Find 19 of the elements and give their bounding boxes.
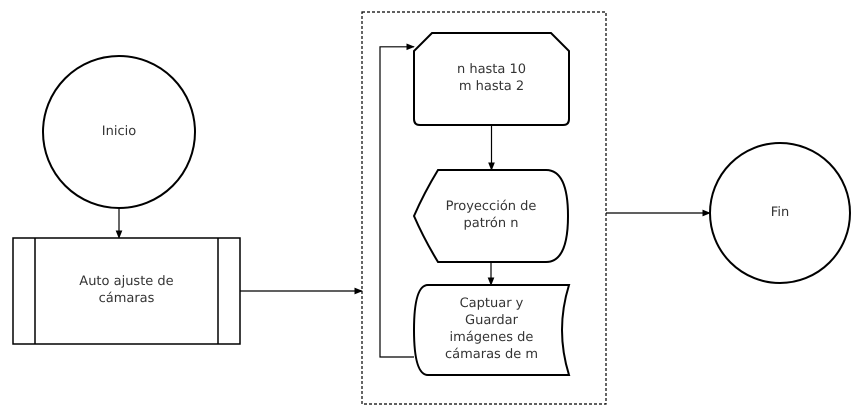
node-label: Proyección de patrón n: [444, 199, 538, 233]
terminal-circle: [710, 143, 850, 283]
arrow: [488, 262, 494, 286]
arrow: [606, 210, 711, 216]
predefined-process-box: [13, 238, 240, 344]
arrow: [488, 125, 495, 171]
dashed-group-frame: [362, 12, 606, 404]
terminal-circle: [43, 56, 195, 208]
stored-data-shape: [414, 285, 569, 375]
arrow: [116, 208, 122, 239]
arrow: [240, 288, 363, 294]
node-label: Captuar y Guardar imágenes de cámaras de m: [444, 296, 539, 364]
arrow: [379, 43, 415, 358]
node-label: Inicio: [102, 124, 136, 140]
node-label: Auto ajuste de cámaras: [78, 274, 175, 308]
node-label: n hasta 10 m hasta 2: [456, 62, 528, 96]
loop-limit-shape: [414, 33, 569, 125]
node-label: Fin: [770, 204, 790, 222]
display-shape: [414, 170, 568, 262]
